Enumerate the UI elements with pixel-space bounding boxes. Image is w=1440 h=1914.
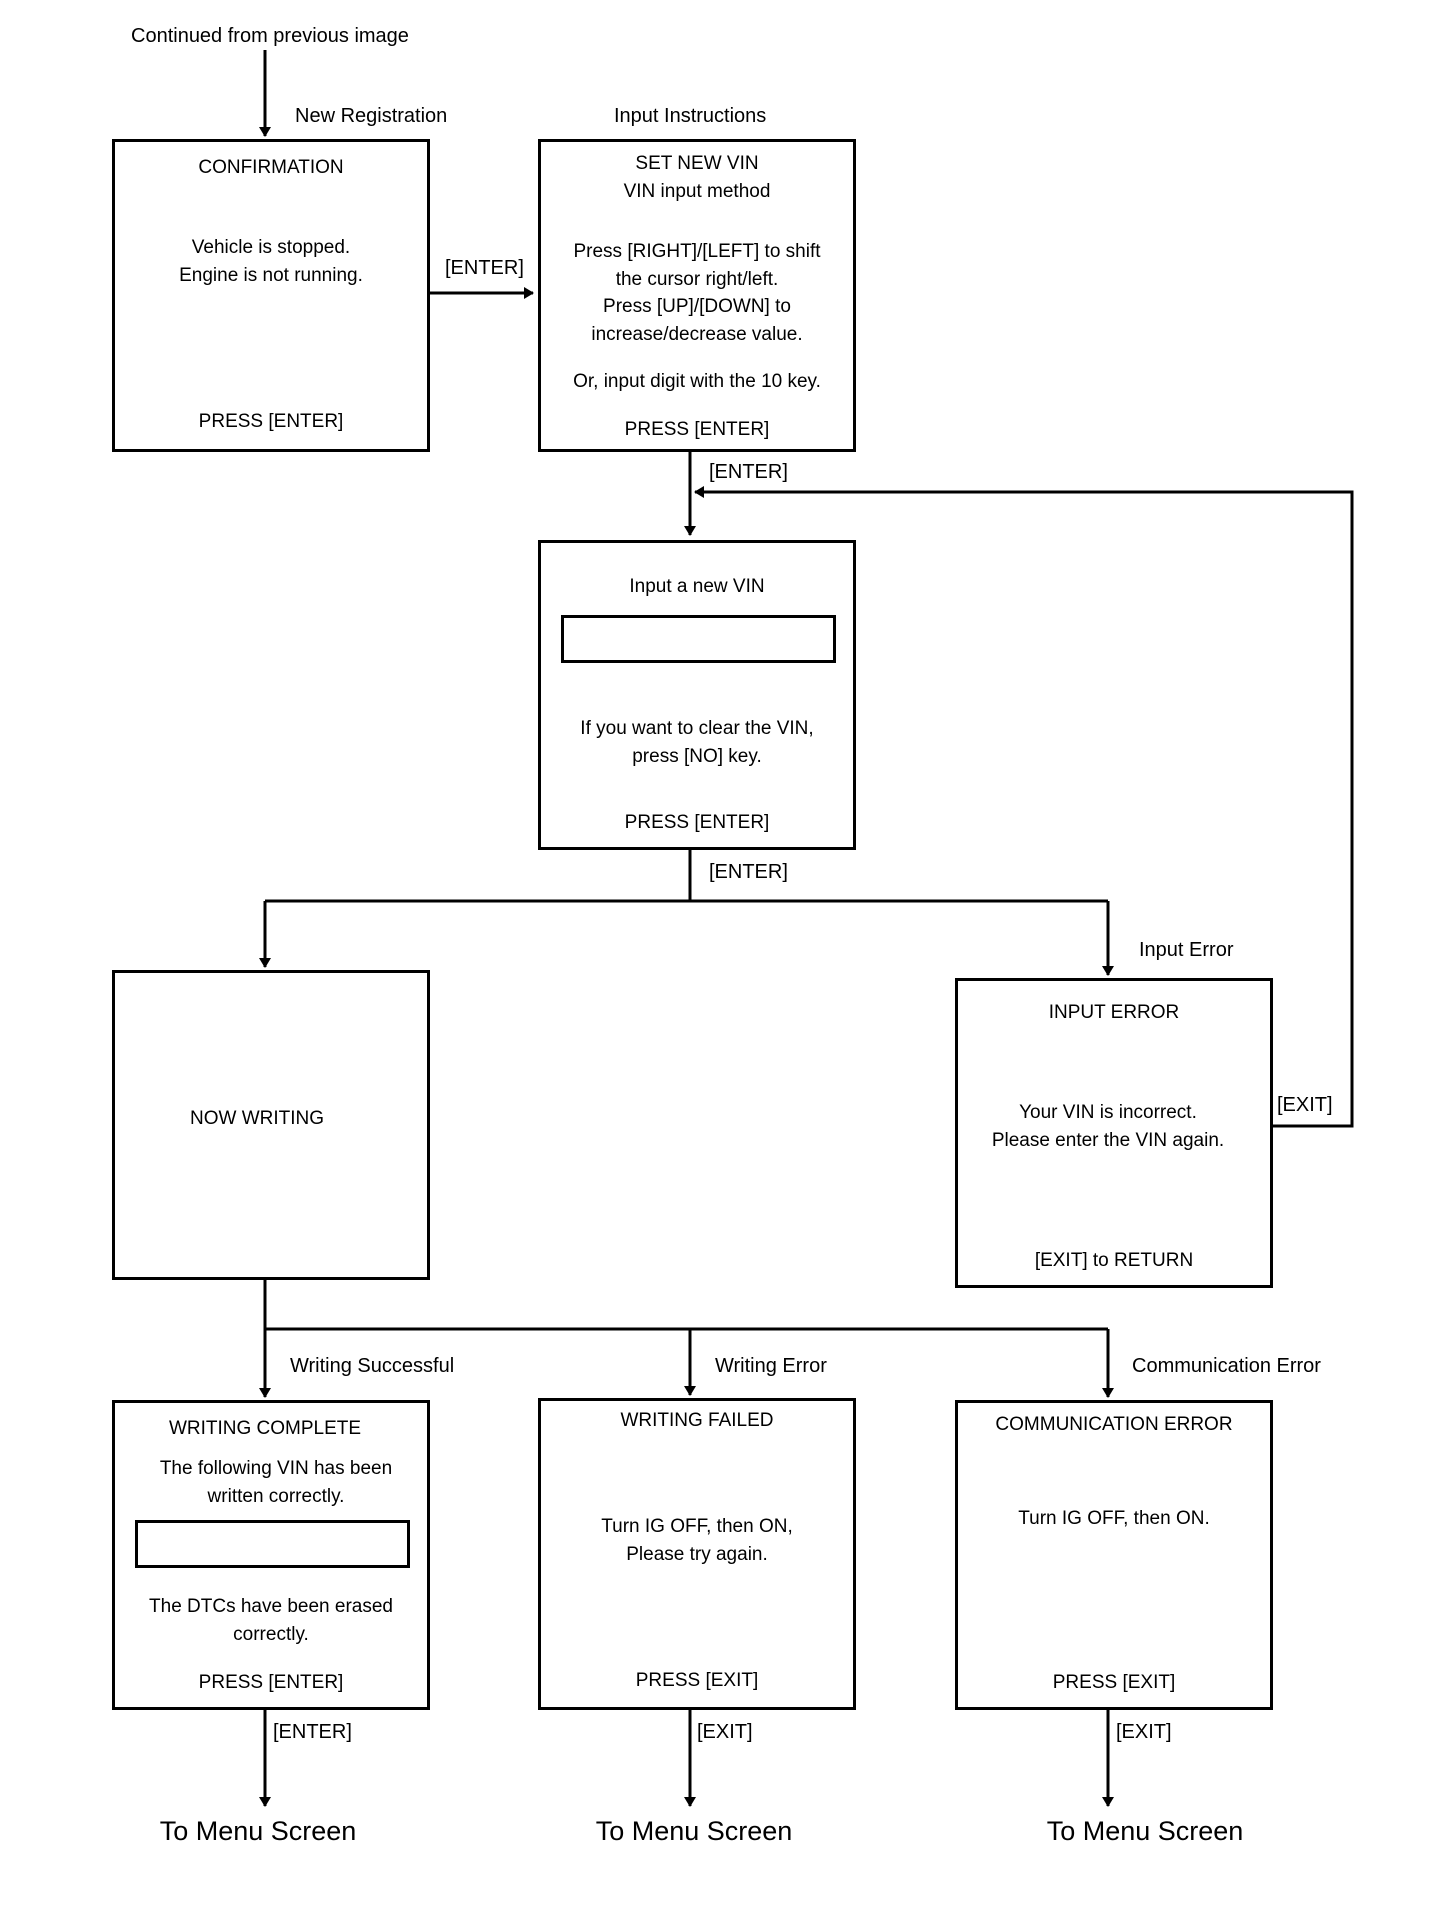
continued-note: Continued from previous image [131, 25, 409, 47]
input-error-screen: INPUT ERROR Your VIN is incorrect. Pleas… [955, 978, 1273, 1288]
input-vin-screen: Input a new VIN If you want to clear the… [538, 540, 856, 850]
writing-failed-screen: WRITING FAILED Turn IG OFF, then ON, Ple… [538, 1398, 856, 1710]
comm-error-title: COMMUNICATION ERROR [995, 1414, 1233, 1435]
vin-input-field[interactable] [561, 615, 836, 663]
input-vin-footer: PRESS [ENTER] [624, 812, 770, 833]
writing-complete-title: WRITING COMPLETE [168, 1418, 362, 1439]
label-communication-error: Communication Error [1132, 1355, 1321, 1377]
set-new-vin-10key-note: Or, input digit with the 10 key. [573, 371, 821, 392]
confirmation-screen: CONFIRMATION Vehicle is stopped. Engine … [112, 139, 430, 452]
label-enter-2: [ENTER] [709, 461, 788, 483]
now-writing-screen: NOW WRITING [112, 970, 430, 1280]
comm-error-screen: COMMUNICATION ERROR Turn IG OFF, then ON… [955, 1400, 1273, 1710]
input-error-title: INPUT ERROR [1048, 1002, 1180, 1023]
writing-failed-body: Turn IG OFF, then ON, Please try again. [601, 1516, 793, 1565]
to-menu-screen-3: To Menu Screen [1046, 1816, 1244, 1846]
set-new-vin-footer: PRESS [ENTER] [624, 419, 770, 440]
comm-error-footer: PRESS [EXIT] [1052, 1672, 1176, 1693]
label-exit-out-1: [EXIT] [697, 1721, 753, 1743]
label-enter-3: [ENTER] [709, 861, 788, 883]
set-new-vin-title: SET NEW VIN VIN input method [623, 153, 771, 202]
to-menu-screen-1: To Menu Screen [159, 1816, 357, 1846]
label-exit-out-2: [EXIT] [1116, 1721, 1172, 1743]
writing-complete-body: The following VIN has been written corre… [159, 1458, 393, 1507]
label-writing-successful: Writing Successful [290, 1355, 455, 1377]
writing-failed-title: WRITING FAILED [620, 1410, 774, 1431]
label-enter-out: [ENTER] [273, 1721, 352, 1743]
input-error-body: Your VIN is incorrect. Please enter the … [991, 1102, 1225, 1151]
set-new-vin-screen: SET NEW VIN VIN input method Press [RIGH… [538, 139, 856, 452]
label-new-registration: New Registration [295, 105, 448, 127]
confirmation-footer: PRESS [ENTER] [198, 411, 344, 432]
confirmation-title: CONFIRMATION [198, 157, 344, 178]
writing-failed-footer: PRESS [EXIT] [635, 1670, 759, 1691]
label-exit-loop: [EXIT] [1277, 1094, 1333, 1116]
label-enter-1: [ENTER] [445, 257, 524, 279]
input-error-footer: [EXIT] to RETURN [1034, 1250, 1194, 1271]
label-input-error: Input Error [1139, 939, 1234, 961]
label-input-instructions: Input Instructions [614, 105, 767, 127]
writing-complete-screen: WRITING COMPLETE The following VIN has b… [112, 1400, 430, 1710]
writing-complete-dtc-note: The DTCs have been erased correctly. [149, 1596, 393, 1645]
arrow-input-error-loop [694, 486, 1354, 1128]
comm-error-body: Turn IG OFF, then ON. [1018, 1508, 1210, 1529]
writing-complete-footer: PRESS [ENTER] [198, 1672, 344, 1693]
input-vin-title: Input a new VIN [629, 576, 765, 597]
set-new-vin-instructions: Press [RIGHT]/[LEFT] to shift the cursor… [573, 241, 821, 345]
to-menu-screen-2: To Menu Screen [595, 1816, 793, 1846]
now-writing-title: NOW WRITING [189, 1108, 325, 1129]
written-vin-display [135, 1520, 410, 1568]
confirmation-body: Vehicle is stopped. Engine is not runnin… [179, 237, 363, 286]
input-vin-clear-note: If you want to clear the VIN, press [NO]… [580, 718, 814, 767]
label-writing-error: Writing Error [715, 1355, 827, 1377]
